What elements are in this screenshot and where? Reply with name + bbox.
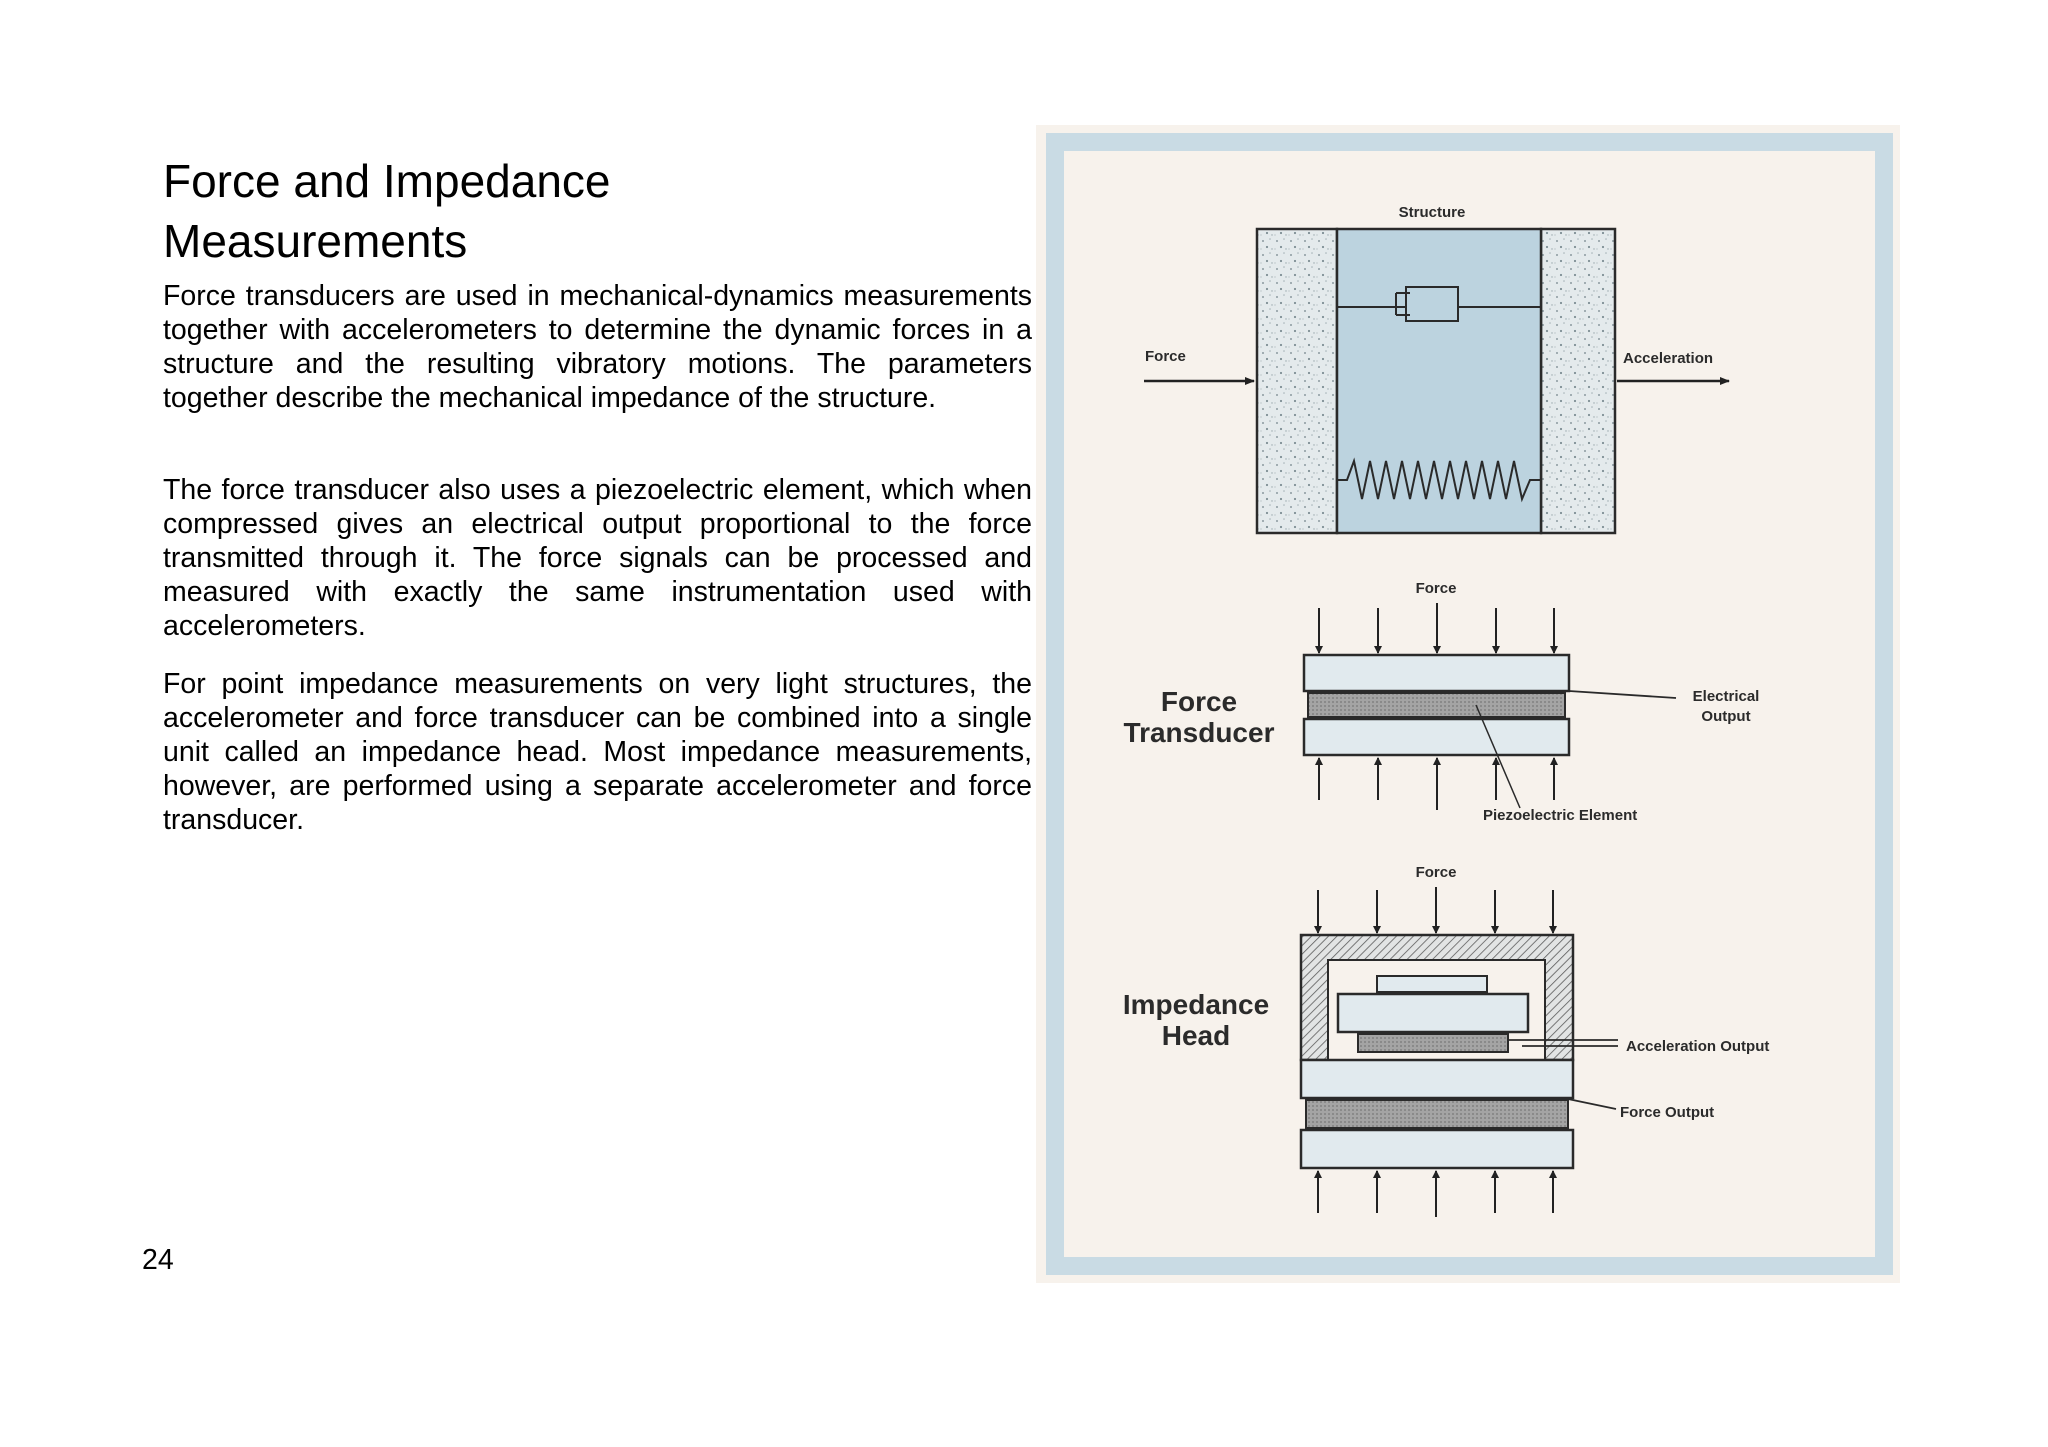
- transducer-top-arrows: [1315, 603, 1558, 654]
- paragraph-2: The force transducer also uses a piezoel…: [163, 474, 1032, 642]
- force-piezo-element: [1305, 1099, 1569, 1129]
- transducer-bottom-plate: [1302, 717, 1571, 757]
- impedance-bottom-arrows: [1314, 1170, 1557, 1217]
- impedance-title-line-2: Head: [1162, 1020, 1230, 1051]
- piezo-element-label: Piezoelectric Element: [1483, 807, 1637, 824]
- seismic-mass: [1336, 992, 1530, 1034]
- figure-panel: Structure Force Acceleration: [1036, 125, 1900, 1283]
- impedance-top-arrows: [1314, 887, 1557, 934]
- impedance-title-line-1: Impedance: [1123, 989, 1269, 1020]
- title-line-2: Measurements: [163, 215, 468, 267]
- acceleration-piezo-element: [1357, 1033, 1509, 1053]
- damper-symbol: [1337, 286, 1541, 322]
- impedance-middle-plate: [1299, 1058, 1575, 1100]
- paragraph-3: For point impedance measurements on very…: [163, 668, 1032, 836]
- piezo-leader-line: [1475, 704, 1521, 809]
- structure-label: Structure: [1399, 204, 1466, 221]
- force-output-label: Force Output: [1620, 1104, 1714, 1121]
- structure-left-mass: [1255, 227, 1339, 535]
- acceleration-output-label: Acceleration Output: [1626, 1038, 1769, 1055]
- transducer-top-plate: [1302, 653, 1571, 693]
- spring-symbol: [1337, 457, 1541, 503]
- seismic-mass-top: [1376, 975, 1488, 993]
- transducer-title-line-2: Transducer: [1124, 717, 1275, 748]
- figure-illustration: Structure Force Acceleration: [1046, 133, 1893, 1275]
- page-title: Force and Impedance Measurements: [163, 151, 1063, 271]
- page-number: 24: [142, 1244, 174, 1276]
- figure-frame: [1046, 133, 1893, 1275]
- acceleration-output-leads: [1508, 1039, 1618, 1047]
- transducer-title-line-1: Force: [1161, 686, 1237, 717]
- impedance-head-diagram: Force Impedance: [1123, 864, 1769, 1217]
- structure-diagram: Structure Force Acceleration: [1144, 204, 1730, 535]
- title-line-1: Force and Impedance: [163, 155, 611, 207]
- electrical-output-label-line-2: Output: [1701, 708, 1750, 725]
- electrical-output-lead: [1568, 690, 1677, 699]
- structure-right-mass: [1539, 227, 1617, 535]
- structure-acceleration-label: Acceleration: [1623, 350, 1713, 367]
- transducer-bottom-arrows: [1315, 757, 1558, 810]
- force-transducer-diagram: Force Force Transducer Electrical: [1124, 580, 1760, 824]
- paragraph-1: Force transducers are used in mechanical…: [163, 280, 1032, 414]
- structure-force-label: Force: [1145, 348, 1186, 365]
- electrical-output-label-line-1: Electrical: [1693, 688, 1760, 705]
- force-output-lead: [1567, 1098, 1617, 1110]
- impedance-force-label: Force: [1416, 864, 1457, 881]
- transducer-force-label: Force: [1416, 580, 1457, 597]
- transducer-piezo-element: [1307, 692, 1566, 718]
- impedance-bottom-plate: [1299, 1128, 1575, 1170]
